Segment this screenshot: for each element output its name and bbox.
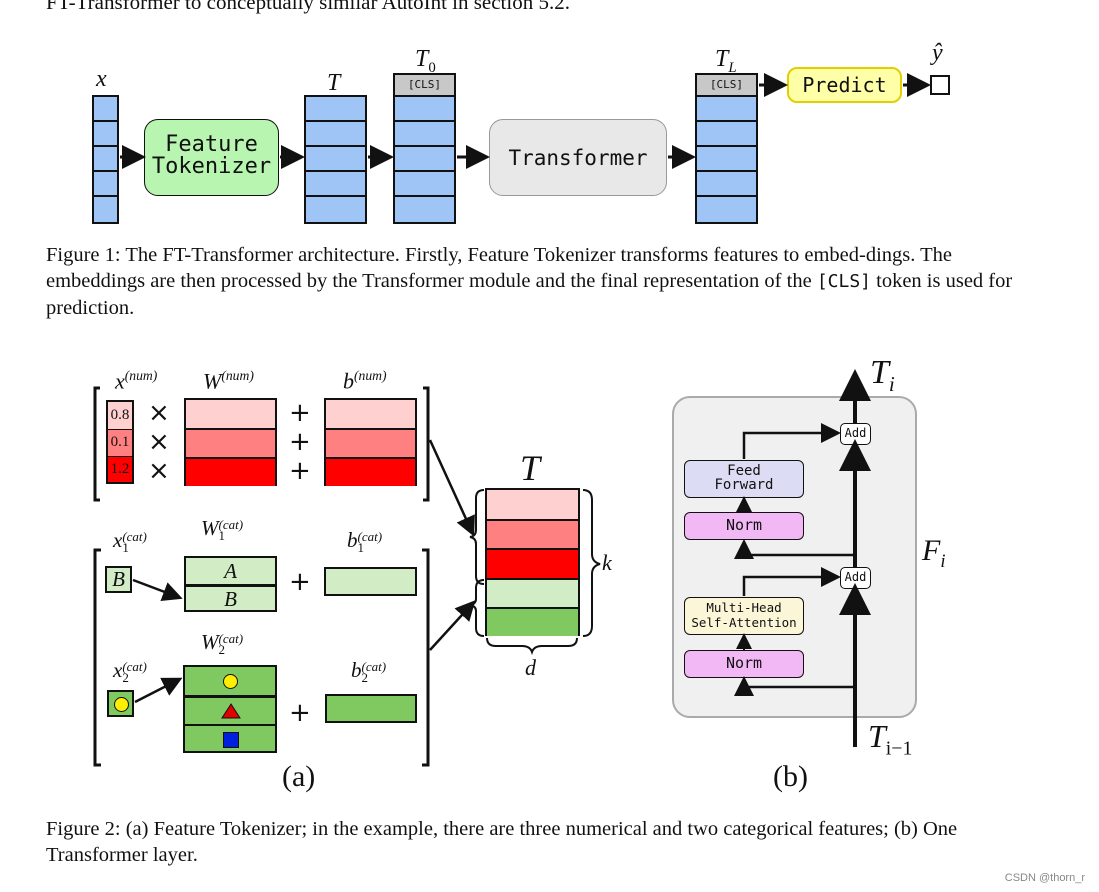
norm-box-top: Norm	[684, 512, 804, 540]
W2-cat-matrix	[183, 665, 277, 753]
x2-cat-label: x(cat)2	[113, 658, 147, 686]
times-sign: ×	[148, 398, 170, 428]
b-num-vector	[324, 398, 417, 486]
a-T-label: T	[520, 448, 541, 488]
b1-cat-label: b(cat)1	[347, 528, 383, 556]
b-num-label: b(num)	[343, 368, 387, 394]
plus-sign: +	[289, 456, 311, 486]
circle-icon	[114, 697, 129, 712]
panel-a-lines	[93, 386, 601, 767]
feed-forward-line1: Feed	[727, 463, 761, 479]
a-T-tokens	[485, 488, 580, 636]
a-d-label: d	[525, 655, 536, 680]
W-num-label: W(num)	[203, 368, 254, 394]
circle-icon	[223, 674, 238, 689]
fig1-T-label: T	[327, 70, 341, 96]
figure1-caption: Figure 1: The FT-Transformer architectur…	[46, 244, 1013, 319]
a-k-label: k	[602, 550, 612, 575]
figure2-caption: Figure 2: (a) Feature Tokenizer; in the …	[46, 818, 958, 866]
W1-row: A	[186, 558, 275, 587]
mhsa-line2: Self-Attention	[691, 615, 797, 630]
square-icon	[223, 732, 239, 748]
feed-forward-line2: Forward	[714, 477, 774, 493]
fig1-arrows	[120, 73, 931, 169]
b2-cat-vector	[325, 694, 417, 723]
panel-b-label: (b)	[773, 760, 808, 793]
x-num-value: 0.1	[108, 430, 132, 457]
x1-cat-label: x(cat)1	[113, 528, 147, 556]
W1-cat-matrix: A B	[184, 556, 277, 612]
fig1-x-stack	[92, 95, 119, 224]
fig1-x-label: x	[96, 66, 107, 92]
panel-b-lines	[734, 369, 871, 747]
plus-sign: +	[289, 698, 311, 728]
feature-tokenizer-line2: Tokenizer	[151, 154, 272, 179]
fig1-TL-cls: [CLS]	[697, 75, 756, 97]
x-num-value: 1.2	[108, 457, 132, 482]
W1-row: B	[186, 587, 275, 611]
times-sign: ×	[148, 427, 170, 457]
fig1-yhat-label: ŷ	[932, 40, 943, 66]
fig1-TL-label: TL	[715, 46, 737, 76]
x1-cat-value: B	[105, 566, 132, 593]
x2-cat-value	[107, 690, 134, 717]
b1-cat-vector	[324, 567, 417, 596]
plus-sign: +	[289, 398, 311, 428]
W2-cat-label: W(cat)2	[201, 630, 244, 658]
Ti-label: Ti	[870, 354, 895, 396]
W1-cat-label: W(cat)1	[201, 516, 244, 544]
plus-sign: +	[289, 567, 311, 597]
mhsa-line1: Multi-Head	[706, 600, 782, 615]
fig1-T0-stack: [CLS]	[393, 73, 456, 224]
feed-forward-box: Feed Forward	[684, 460, 804, 498]
fig1-output-square	[930, 75, 950, 95]
fig1-TL-stack: [CLS]	[695, 73, 758, 224]
x-num-label: x(num)	[115, 368, 158, 394]
plus-sign: +	[289, 427, 311, 457]
feature-tokenizer-box: Feature Tokenizer	[144, 119, 279, 196]
Fi-label: Fi	[922, 534, 946, 572]
W-num-matrix	[184, 398, 277, 486]
Ti-minus-1-label: Ti−1	[868, 718, 913, 760]
fig1-T0-cls: [CLS]	[395, 75, 454, 97]
x-num-stack: 0.8 0.1 1.2	[106, 400, 134, 484]
norm-box-bottom: Norm	[684, 650, 804, 678]
triangle-icon	[221, 703, 241, 719]
feature-tokenizer-line1: Feature	[165, 132, 258, 157]
mhsa-box: Multi-Head Self-Attention	[684, 597, 804, 635]
times-sign: ×	[148, 456, 170, 486]
transformer-box: Transformer	[489, 119, 667, 196]
top-text: FT-Transformer to conceptually similar A…	[46, 0, 570, 14]
panel-a-label: (a)	[282, 760, 316, 793]
b2-cat-label: b(cat)2	[351, 658, 387, 686]
x-num-value: 0.8	[108, 402, 132, 430]
fig1-T-stack	[304, 95, 367, 224]
watermark: CSDN @thorn_r	[1004, 872, 1085, 884]
predict-box: Predict	[787, 67, 902, 103]
fig1-T0-label: T0	[415, 46, 436, 76]
